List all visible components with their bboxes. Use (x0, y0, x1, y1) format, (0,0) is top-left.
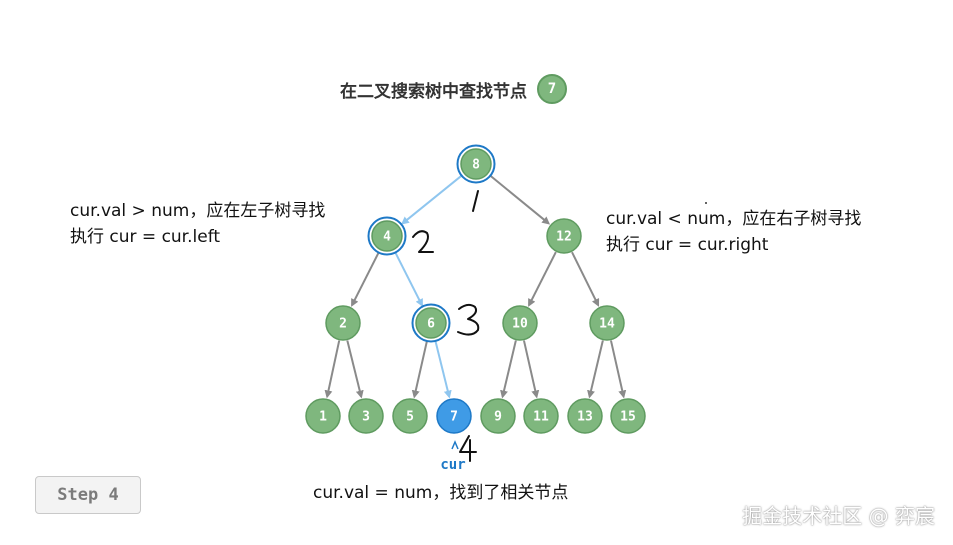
tree-node-1: 1 (305, 398, 341, 434)
left-note-line1: cur.val > num，应在左子树寻找 (70, 201, 326, 221)
tree-edge-n2-n1 (324, 340, 341, 399)
node-circle (480, 398, 516, 434)
tree-edge-n14-n15 (609, 340, 627, 399)
node-circle (348, 398, 384, 434)
tree-node-15: 15 (610, 398, 646, 434)
node-label: 2 (339, 317, 347, 332)
tree-node-9: 9 (480, 398, 516, 434)
node-circle (436, 398, 472, 434)
title-row: 在二叉搜索树中查找节点 7 (340, 74, 567, 104)
tree-node-11: 11 (523, 398, 559, 434)
node-circle (415, 307, 447, 339)
handwritten-step-4 (459, 435, 477, 462)
tree-node-14: 14 (589, 305, 625, 341)
handwritten-step-3 (457, 303, 480, 336)
tree-node-6: 6 (411, 303, 451, 343)
tree-edge-n6-n5 (411, 340, 429, 399)
visited-ring (411, 303, 451, 343)
node-label: 7 (450, 410, 458, 425)
tree-edge-n6-n7 (434, 340, 452, 399)
handwritten-step-2 (412, 230, 434, 253)
node-circle (589, 305, 625, 341)
node-label: 8 (472, 158, 480, 173)
tree-node-3: 3 (348, 398, 384, 434)
node-circle (371, 220, 403, 252)
cur-pointer-label: cur (440, 457, 465, 473)
cur-pointer-arrow-icon (451, 440, 459, 450)
tree-node-12: 12 (546, 218, 582, 254)
tree-node-5: 5 (392, 398, 428, 434)
left-note: cur.val > num，应在左子树寻找 执行 cur = cur.left (70, 198, 325, 250)
tree-edge-n8-n12 (489, 174, 551, 225)
tree-node-2: 2 (325, 305, 361, 341)
node-label: 13 (577, 410, 593, 425)
tree-edge-n4-n6 (394, 251, 423, 307)
node-label: 6 (427, 317, 435, 332)
left-note-line2: 执行 cur = cur.left (70, 227, 221, 247)
node-label: 4 (383, 230, 391, 245)
tree-node-10: 10 (502, 305, 538, 341)
node-label: 9 (494, 410, 502, 425)
handwritten-step-1 (472, 190, 479, 212)
tree-edge-n10-n11 (522, 340, 540, 399)
tree-edge-n12-n10 (528, 251, 557, 307)
tree-node-7: 7 (436, 398, 472, 434)
tree-edge-n2-n3 (346, 340, 364, 399)
tree-edge-n14-n13 (587, 340, 604, 399)
node-label: 3 (362, 410, 370, 425)
edges-layer (324, 174, 627, 399)
node-circle (392, 398, 428, 434)
bottom-note-text: cur.val = num，找到了相关节点 (313, 483, 569, 503)
node-circle (523, 398, 559, 434)
node-label: 12 (556, 230, 572, 245)
tree-edge-n10-n9 (500, 340, 517, 399)
node-circle (460, 148, 492, 180)
node-label: 11 (533, 410, 549, 425)
node-label: 15 (620, 410, 636, 425)
watermark: 掘金技术社区 @ 弈宸 (742, 504, 935, 528)
tree-edge-n8-n4 (400, 174, 463, 225)
target-node-badge: 7 (537, 74, 567, 104)
node-label: 10 (512, 317, 528, 332)
step-button[interactable]: Step 4 (35, 476, 141, 514)
right-note-line2: 执行 cur = cur.right (606, 235, 769, 255)
tree-node-8: 8 (456, 144, 496, 184)
node-circle (325, 305, 361, 341)
stray-dot (705, 202, 707, 204)
tree-node-4: 4 (367, 216, 407, 256)
node-circle (610, 398, 646, 434)
node-label: 5 (406, 410, 414, 425)
node-circle (567, 398, 603, 434)
page-title: 在二叉搜索树中查找节点 (340, 81, 527, 102)
node-circle (305, 398, 341, 434)
visited-ring (456, 144, 496, 184)
node-circle (546, 218, 582, 254)
visited-ring (367, 216, 407, 256)
node-label: 1 (319, 410, 327, 425)
bottom-note: cur.val = num，找到了相关节点 (313, 480, 568, 506)
right-note-line1: cur.val < num，应在右子树寻找 (606, 209, 862, 229)
tree-edge-n4-n2 (351, 251, 380, 307)
node-label: 14 (599, 317, 615, 332)
right-note: cur.val < num，应在右子树寻找 执行 cur = cur.right (606, 206, 861, 258)
node-circle (502, 305, 538, 341)
tree-node-13: 13 (567, 398, 603, 434)
tree-edge-n12-n14 (571, 251, 600, 307)
